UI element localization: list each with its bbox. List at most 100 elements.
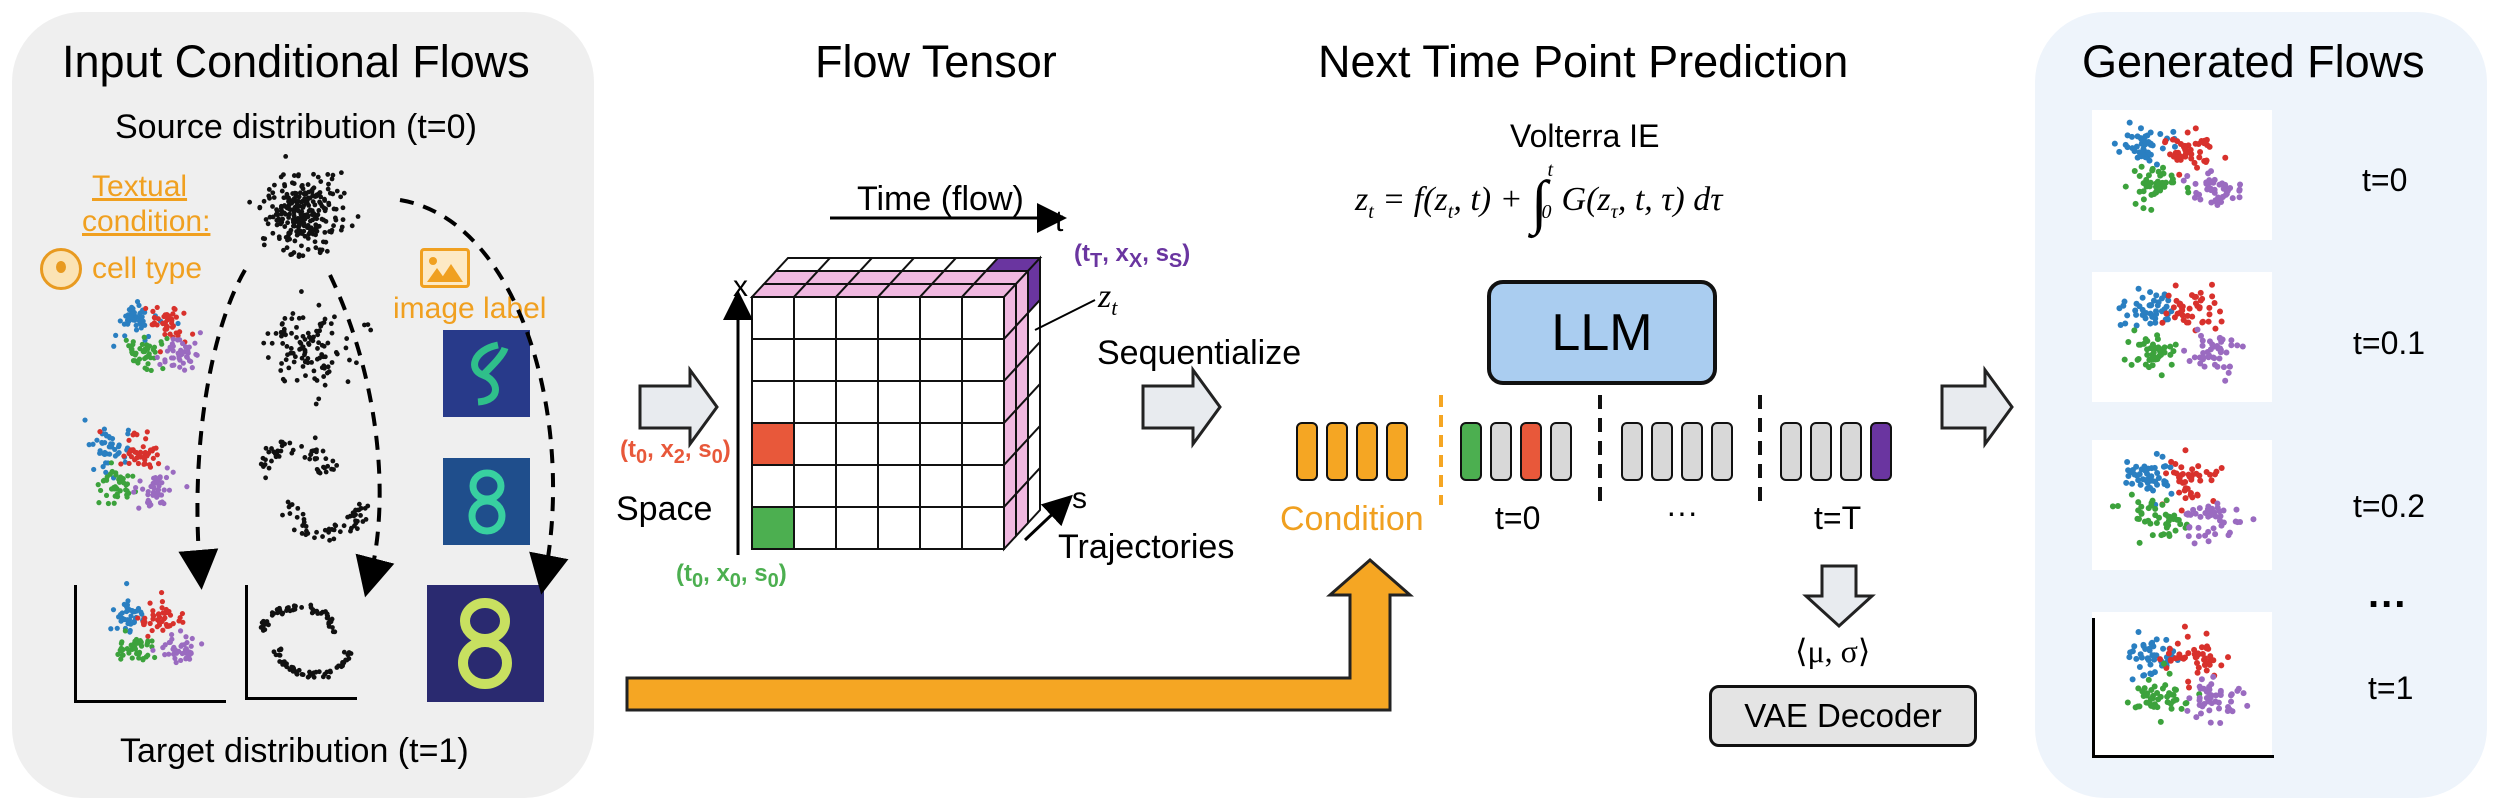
cluster-point (2142, 133, 2149, 140)
cluster-point (2216, 355, 2223, 362)
cluster-point (2174, 640, 2181, 647)
sample-point (317, 250, 323, 256)
cluster-point (165, 623, 171, 629)
cluster-point (2212, 692, 2219, 699)
cluster-point (2151, 669, 2158, 676)
cluster-point (2143, 310, 2150, 317)
cell-type-label: cell type (92, 252, 203, 285)
sample-point (300, 253, 306, 259)
sample-point (307, 218, 313, 224)
cluster-point (167, 344, 173, 350)
cluster-point (2184, 707, 2191, 714)
cluster-point (2136, 471, 2143, 478)
cluster-point (2168, 179, 2175, 186)
cluster-point (115, 651, 121, 657)
cluster-point (2149, 497, 2156, 504)
cluster-point (100, 464, 106, 470)
cluster-point (2159, 319, 2166, 326)
cluster-point (2155, 696, 2162, 703)
condition-token (1296, 422, 1318, 481)
cluster-point (177, 337, 183, 343)
sample-point (347, 357, 352, 363)
cluster-point (95, 482, 101, 488)
sample-point (285, 237, 290, 243)
sample-point (296, 254, 302, 259)
mu-sigma-label: ⟨μ, σ⟩ (1795, 633, 1871, 669)
cluster-point (2174, 138, 2181, 145)
tensor-front-cell (877, 296, 921, 340)
sample-point (345, 514, 351, 520)
cluster-point (2189, 466, 2196, 473)
cluster-point (2161, 478, 2168, 485)
cluster-point (2192, 300, 2199, 307)
sample-point (282, 224, 288, 229)
cluster-point (2154, 302, 2161, 309)
cluster-point (2191, 194, 2198, 201)
cluster-point (135, 615, 141, 621)
sample-point (291, 173, 297, 178)
sample-point (340, 663, 346, 669)
arrow-condition-feed (625, 558, 1414, 712)
cluster-point (2129, 467, 2136, 474)
cluster-point (2170, 128, 2177, 135)
cluster-point (2209, 293, 2216, 300)
cluster-point (162, 331, 168, 338)
zt-pointer (1034, 299, 1096, 331)
cluster-point (124, 604, 130, 610)
textual-condition-line1: Textual (92, 170, 188, 203)
cluster-point (2222, 377, 2229, 384)
cluster-point (2194, 669, 2201, 676)
cluster-point (2128, 491, 2135, 498)
cluster-point (2208, 511, 2215, 518)
cluster-point (91, 466, 97, 473)
sample-point (320, 448, 326, 454)
sample-point (281, 172, 286, 178)
sample-point (321, 343, 327, 349)
cluster-point (2220, 193, 2227, 200)
sample-point (307, 229, 313, 235)
cluster-point (2165, 297, 2172, 304)
generated-scatter-t01 (2092, 272, 2272, 402)
cluster-point (2185, 533, 2192, 540)
cluster-point (2166, 532, 2173, 539)
cluster-point (99, 439, 105, 446)
cluster-point (2166, 670, 2173, 677)
cluster-point (131, 489, 137, 495)
sample-point (263, 457, 268, 463)
cluster-point (2148, 191, 2155, 198)
sample-point (324, 248, 330, 254)
sample-point (294, 377, 300, 383)
cluster-point (2137, 341, 2144, 348)
sample-point (344, 336, 350, 341)
cluster-point (124, 494, 130, 500)
cluster-point (2135, 685, 2142, 692)
tT-token-label: t=T (1814, 500, 1862, 536)
sample-point (320, 674, 326, 680)
cluster-point (2143, 176, 2150, 183)
cluster-point (2203, 660, 2210, 667)
cluster-point (176, 355, 182, 361)
sample-point (294, 324, 299, 330)
cluster-point (108, 460, 114, 466)
cluster-point (153, 445, 159, 451)
cluster-point (145, 497, 151, 503)
cluster-point (126, 318, 132, 325)
tensor-front-cell (961, 464, 1005, 508)
cluster-point (114, 625, 120, 631)
cluster-point (2146, 157, 2153, 164)
cluster-point (116, 476, 122, 483)
cluster-point (147, 600, 153, 606)
cluster-point (2194, 492, 2201, 499)
cluster-point (178, 657, 184, 664)
left-dashed-arrows (178, 198, 569, 598)
cluster-point (130, 473, 136, 479)
sample-point (368, 327, 374, 333)
cluster-point (2147, 289, 2154, 296)
sample-point (305, 247, 311, 252)
sample-point (262, 627, 268, 633)
sample-point (300, 204, 306, 210)
sample-point (309, 212, 315, 218)
sample-point (307, 207, 313, 213)
tensor-front-cell (877, 464, 921, 508)
